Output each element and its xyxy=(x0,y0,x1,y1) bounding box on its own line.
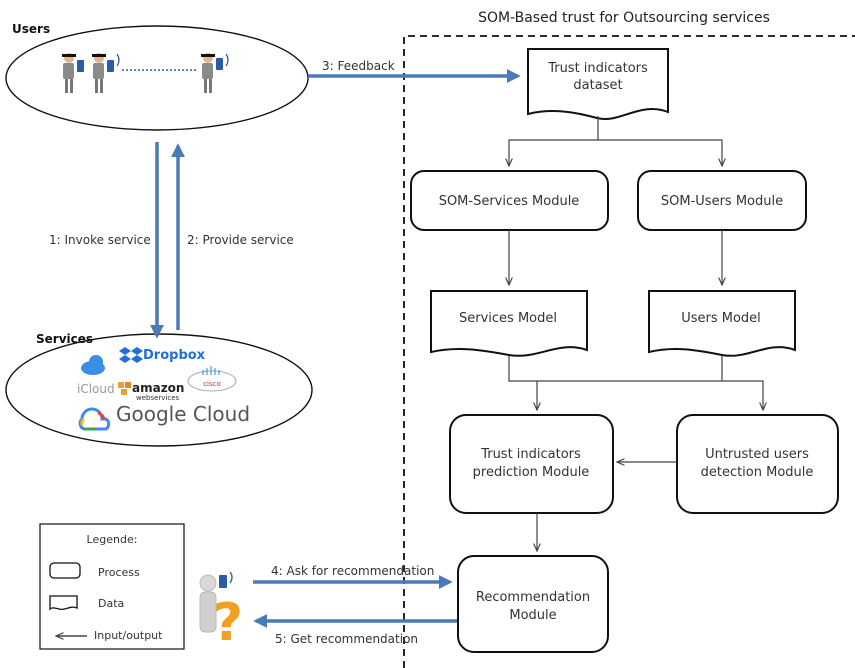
google-cloud-text: Google Cloud xyxy=(116,402,250,426)
untrusted-label-line2: detection Module xyxy=(701,465,814,480)
questioning-user-icon: ? xyxy=(199,571,243,653)
provide-service-label: 2: Provide service xyxy=(187,233,294,247)
services-label: Services xyxy=(36,332,93,346)
amazon-cubes-icon xyxy=(118,382,131,395)
user-person-icon xyxy=(201,53,229,93)
dropbox-text: Dropbox xyxy=(143,348,206,363)
recommendation-label-line1: Recommendation xyxy=(476,590,590,605)
dataset-data-shape xyxy=(527,48,669,120)
cisco-text: cisco xyxy=(203,380,221,388)
recommendation-label-line2: Module xyxy=(509,608,556,623)
legend-box xyxy=(39,523,185,650)
dataset-to-som-services-connector xyxy=(509,116,599,166)
users-group: Users xyxy=(5,22,309,131)
users-model-data-shape xyxy=(648,290,796,357)
cisco-cloud-icon xyxy=(187,366,237,392)
svg-text:?: ? xyxy=(213,593,243,653)
google-cloud-icon xyxy=(78,407,111,431)
legend-process-label: Process xyxy=(98,566,140,579)
user-person-icon xyxy=(62,53,84,93)
get-recommendation-label: 5: Get recommendation xyxy=(275,632,418,646)
users-ellipse xyxy=(5,25,309,131)
dataset-label-line2: dataset xyxy=(573,78,622,93)
legend-data-label: Data xyxy=(98,597,124,610)
prediction-label-line2: prediction Module xyxy=(473,465,590,480)
icloud-text: iCloud xyxy=(77,382,115,396)
amazon-text: amazon xyxy=(132,381,184,395)
prediction-label-line1: Trust indicators xyxy=(480,447,581,462)
amazon-sub-text: webservices xyxy=(136,394,180,402)
untrusted-label-line1: Untrusted users xyxy=(705,447,809,462)
legend-io-label: Input/output xyxy=(94,629,163,642)
legend-data-swatch xyxy=(49,595,78,611)
users-model-label: Users Model xyxy=(681,311,761,326)
som-users-module-label: SOM-Users Module xyxy=(661,194,783,209)
services-model-data-shape xyxy=(430,290,588,357)
dataset-to-som-users-connector xyxy=(598,139,722,166)
services-model-label: Services Model xyxy=(459,311,557,326)
feedback-label: 3: Feedback xyxy=(322,59,395,73)
legend-process-swatch xyxy=(49,562,81,579)
icloud-cloud-icon xyxy=(81,355,105,375)
user-person-icon xyxy=(92,53,120,93)
invoke-service-label: 1: Invoke service xyxy=(49,233,151,247)
dropbox-logo-icon xyxy=(119,347,143,363)
dataset-label-line1: Trust indicators xyxy=(547,61,648,76)
legend-title: Legende: xyxy=(87,533,138,546)
prediction-module-box xyxy=(449,414,614,514)
untrusted-module-box xyxy=(676,414,839,514)
services-group: Services Dropbox iCloud amazon webservic… xyxy=(5,332,313,447)
recommendation-module-box xyxy=(457,555,609,653)
som-services-module-label: SOM-Services Module xyxy=(439,194,580,209)
diagram-title: SOM-Based trust for Outsourcing services xyxy=(478,10,770,26)
legend: Legende: Process Data Input/output xyxy=(39,523,185,650)
merge-to-untrusted-connector xyxy=(722,380,763,410)
ask-recommendation-label: 4: Ask for recommendation xyxy=(271,564,434,578)
models-merge-connector xyxy=(508,356,723,382)
users-label: Users xyxy=(12,22,50,36)
som-region-border xyxy=(403,35,855,668)
